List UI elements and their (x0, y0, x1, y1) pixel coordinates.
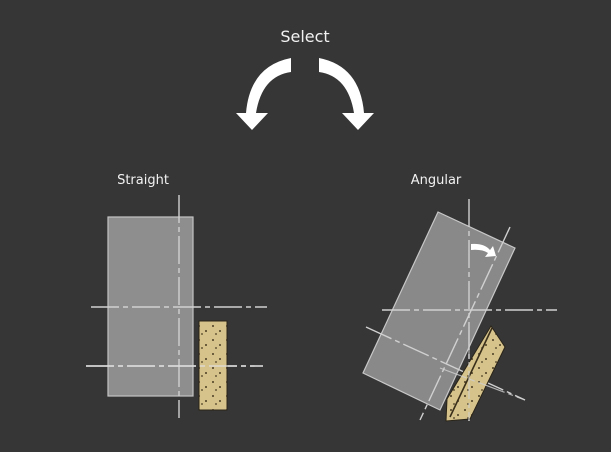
workpiece-angular (362, 211, 516, 411)
straight-option[interactable] (86, 195, 267, 418)
grinding-stone-angular (445, 325, 506, 422)
option-label-angular[interactable]: Angular (410, 173, 462, 188)
rotation-arrow-icon (471, 243, 496, 257)
curved-arrow-right-icon[interactable] (319, 58, 374, 130)
select-title: Select (280, 27, 330, 46)
angular-option[interactable] (362, 199, 557, 422)
curved-arrow-left-icon[interactable] (236, 58, 291, 130)
option-label-straight[interactable]: Straight (117, 173, 169, 188)
